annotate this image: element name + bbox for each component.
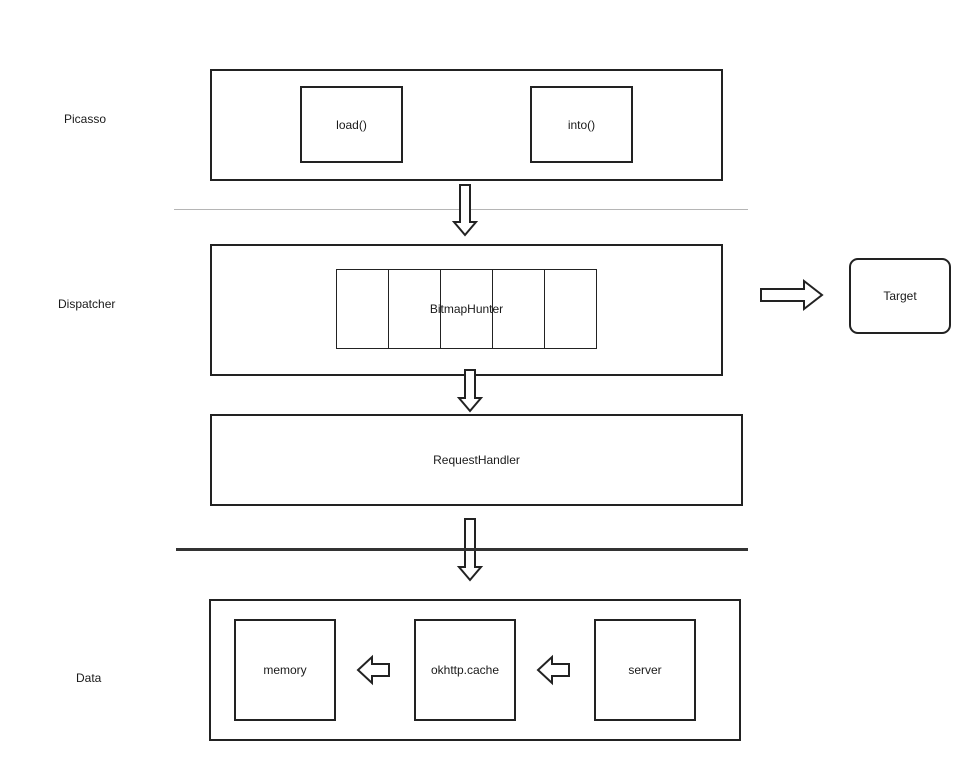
- bitmap-hunter-queue: BitmapHunter: [336, 269, 597, 349]
- server-box: server: [594, 619, 696, 721]
- okhttp-cache-box: okhttp.cache: [414, 619, 516, 721]
- left-arrow-icon: [356, 654, 390, 686]
- queue-cell: [388, 269, 441, 349]
- layer-label-picasso: Picasso: [64, 112, 107, 126]
- right-arrow-icon: [760, 278, 824, 312]
- queue-cell: [336, 269, 389, 349]
- into-method-box: into(): [530, 86, 633, 163]
- request-handler-box: RequestHandler: [210, 414, 743, 506]
- load-method-box: load(): [300, 86, 403, 163]
- target-box: Target: [849, 258, 951, 334]
- picasso-layer-box: [210, 69, 723, 181]
- memory-box: memory: [234, 619, 336, 721]
- queue-cell: [544, 269, 597, 349]
- down-arrow-icon: [456, 369, 484, 413]
- layer-divider-dark: [176, 548, 748, 551]
- layer-label-data: Data: [76, 671, 102, 685]
- down-arrow-icon: [451, 184, 479, 237]
- layer-label-dispatcher: Dispatcher: [58, 297, 116, 311]
- queue-cell: [440, 269, 493, 349]
- queue-cell: [492, 269, 545, 349]
- left-arrow-icon: [536, 654, 570, 686]
